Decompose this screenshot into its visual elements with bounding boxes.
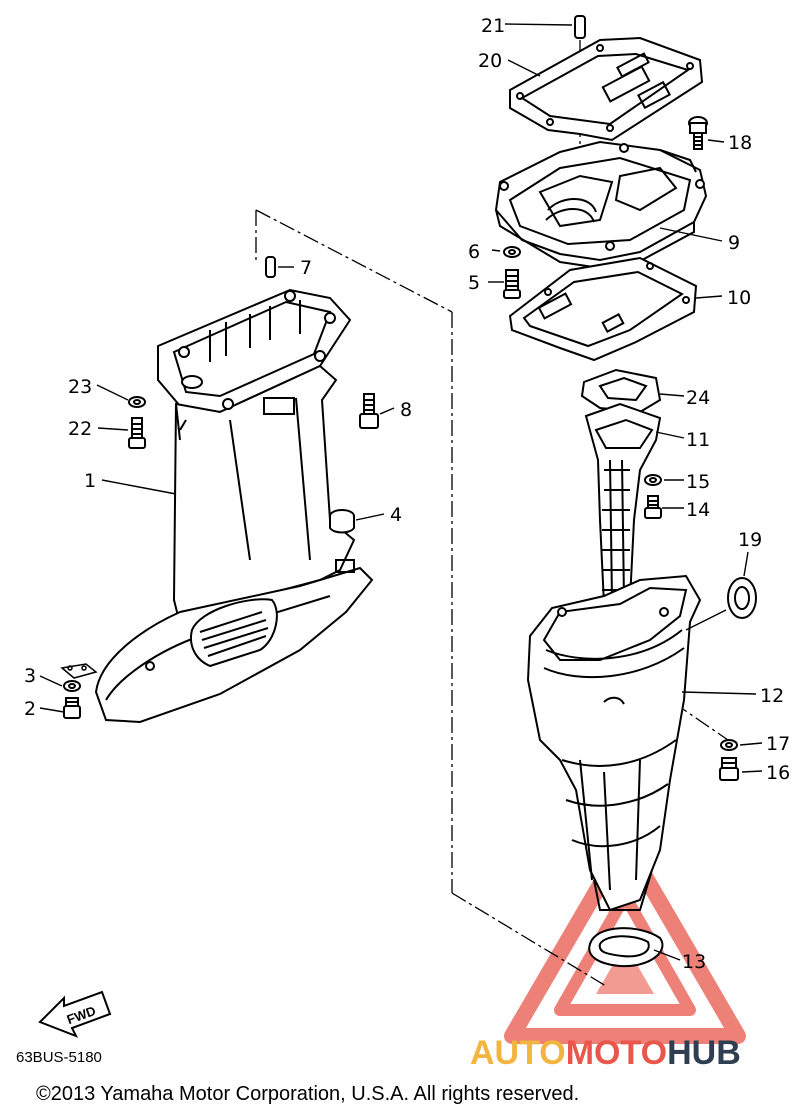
label-23: 23 [68,376,92,398]
label-6: 6 [468,241,480,263]
label-18: 18 [728,132,752,154]
gasket-10 [508,256,698,362]
label-13: 13 [682,951,706,973]
grommet-4 [329,509,355,534]
seal-13 [588,927,664,968]
label-5: 5 [468,272,480,294]
bolt-2 [63,697,81,719]
pin-7 [265,256,276,278]
washer-17 [720,739,738,751]
fwd-arrow: FWD [38,990,112,1038]
washer-3 [63,680,81,692]
bracket-3 [60,663,98,679]
diagram-code: 63BUS-5180 [16,1049,102,1066]
label-16: 16 [766,762,790,784]
gasket-20 [509,36,704,142]
part-labels: 21 20 18 9 6 5 10 7 23 8 22 24 11 15 1 1… [24,15,790,973]
label-19: 19 [738,529,762,551]
muffler-12 [526,574,702,912]
washer-6 [503,246,521,258]
label-24: 24 [686,387,710,409]
watermark-auto: AUTO [470,1034,566,1072]
label-1: 1 [84,470,96,492]
gasket-24 [580,368,662,414]
bolt-5 [503,269,521,299]
watermark-moto: MOTO [566,1034,667,1072]
label-10: 10 [727,287,751,309]
bolt-18 [688,116,708,150]
label-21: 21 [481,15,505,37]
svg-text:AUTOMOTOHUB: AUTOMOTOHUB [470,1034,741,1072]
pin-21 [574,15,586,39]
washer-23 [128,396,146,408]
bolt-22 [128,417,146,449]
watermark-text: AUTOMOTOHUB [470,1034,741,1072]
label-2: 2 [24,698,36,720]
washer-15 [644,474,662,486]
label-3: 3 [24,665,36,687]
copyright-text: ©2013 Yamaha Motor Corporation, U.S.A. A… [36,1083,579,1105]
label-15: 15 [686,471,710,493]
label-9: 9 [728,232,740,254]
label-14: 14 [686,499,710,521]
upper-casing-9 [494,140,708,270]
label-20: 20 [478,50,502,72]
label-12: 12 [760,685,784,707]
bolt-8 [359,393,379,429]
label-8: 8 [400,399,412,421]
label-7: 7 [300,257,312,279]
label-22: 22 [68,418,92,440]
watermark-hub: HUB [667,1034,741,1072]
bolt-14 [644,495,662,519]
label-11: 11 [686,429,710,451]
leader-lines [39,23,763,961]
upper-casing-1 [94,288,374,724]
exhaust-pipe-11 [584,402,662,606]
bolt-16 [719,757,739,781]
label-4: 4 [390,504,402,526]
seal-19 [727,577,757,619]
label-17: 17 [766,733,790,755]
